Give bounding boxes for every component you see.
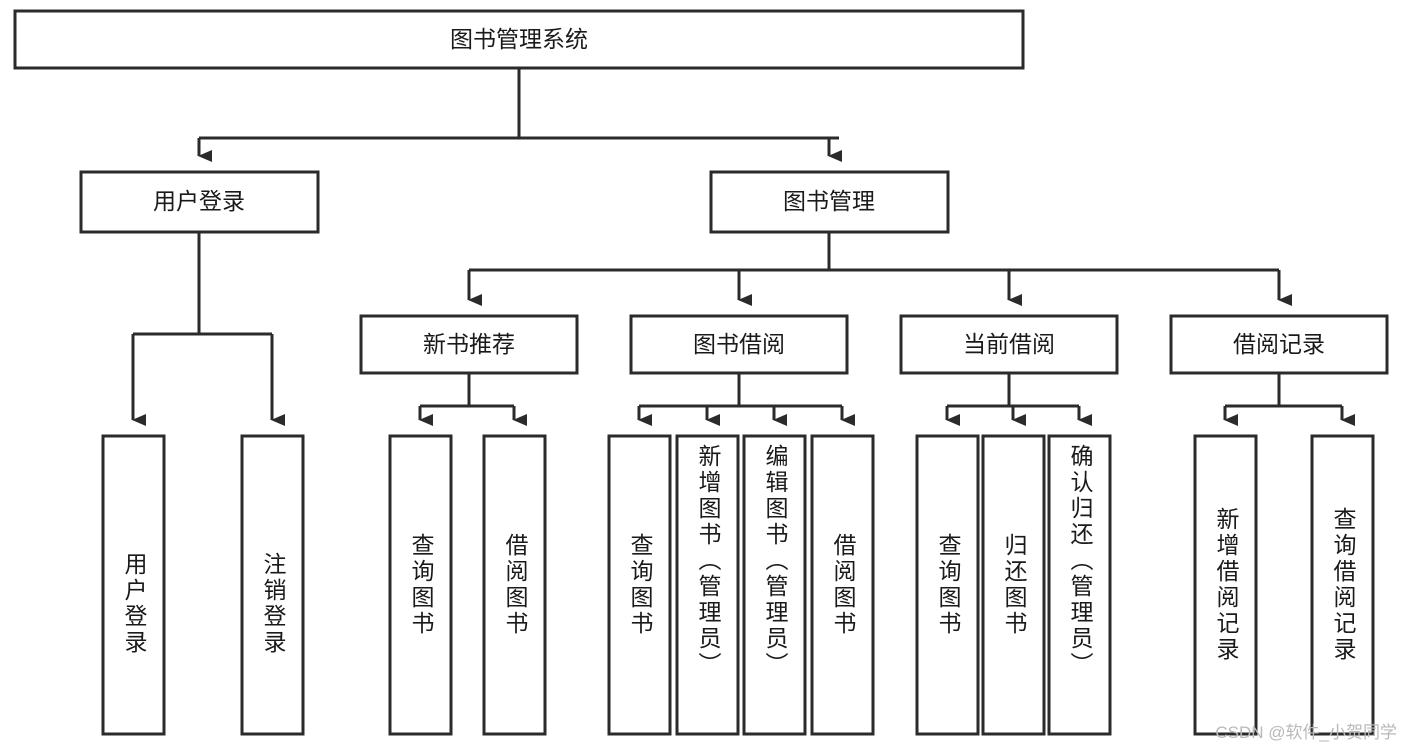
node-new-book-recommend-box[interactable] xyxy=(359,314,579,375)
node-new-book-recommend[interactable]: 新书推荐 xyxy=(359,314,579,375)
connector-root-to-level1 xyxy=(197,68,842,162)
node-borrow-record[interactable]: 借阅记录 xyxy=(1169,314,1389,375)
leaf-box-br-add-record[interactable] xyxy=(1193,434,1258,736)
leaf-box-bb-borrow-book[interactable] xyxy=(810,434,875,736)
leaf-box-bb-edit-book[interactable] xyxy=(742,434,807,736)
connector-book-manage-to-level2 xyxy=(467,232,1292,306)
node-user-login-label: 用户登录 xyxy=(153,188,245,214)
node-root-label: 图书管理系统 xyxy=(450,26,588,52)
node-new-book-recommend-label: 新书推荐 xyxy=(423,331,515,357)
node-book-borrow-box[interactable] xyxy=(629,314,849,375)
leaf-box-cb-query-book[interactable] xyxy=(915,434,980,736)
node-book-borrow-label: 图书借阅 xyxy=(693,331,785,357)
node-borrow-record-box[interactable] xyxy=(1169,314,1389,375)
node-book-borrow[interactable]: 图书借阅 xyxy=(629,314,849,375)
node-current-borrow-label: 当前借阅 xyxy=(963,331,1055,357)
leaf-box-bb-query-book[interactable] xyxy=(607,434,672,736)
leaf-box-logout[interactable] xyxy=(240,434,305,736)
leaf-box-br-query-record[interactable] xyxy=(1310,434,1375,736)
node-current-borrow-box[interactable] xyxy=(899,314,1119,375)
leaf-box-nbr-query-book[interactable] xyxy=(388,434,453,736)
node-borrow-record-label: 借阅记录 xyxy=(1233,331,1325,357)
node-book-manage[interactable]: 图书管理 xyxy=(709,170,950,234)
connector-borrow-record-to-leaves xyxy=(1223,373,1355,426)
leaf-box-cb-confirm-return[interactable] xyxy=(1047,434,1112,736)
node-root-box[interactable] xyxy=(13,9,1025,70)
node-book-manage-box[interactable] xyxy=(709,170,950,234)
leaf-box-nbr-borrow-book[interactable] xyxy=(482,434,547,736)
node-user-login[interactable]: 用户登录 xyxy=(79,170,320,234)
connector-book-borrow-to-leaves xyxy=(637,373,855,426)
connector-new-book-recommend-to-leaves xyxy=(418,373,527,426)
connector-current-borrow-to-leaves xyxy=(945,373,1092,426)
leaf-box-user-login[interactable] xyxy=(101,434,166,736)
node-current-borrow[interactable]: 当前借阅 xyxy=(899,314,1119,375)
leaf-box-bb-add-book[interactable] xyxy=(675,434,740,736)
leaf-box-cb-return-book[interactable] xyxy=(981,434,1046,736)
node-book-manage-label: 图书管理 xyxy=(783,188,875,214)
connector-user-login-to-leaves xyxy=(131,232,285,426)
node-root[interactable]: 图书管理系统 xyxy=(13,9,1025,70)
csdn-watermark: CSDN @软件_小贺同学 xyxy=(1215,723,1397,742)
